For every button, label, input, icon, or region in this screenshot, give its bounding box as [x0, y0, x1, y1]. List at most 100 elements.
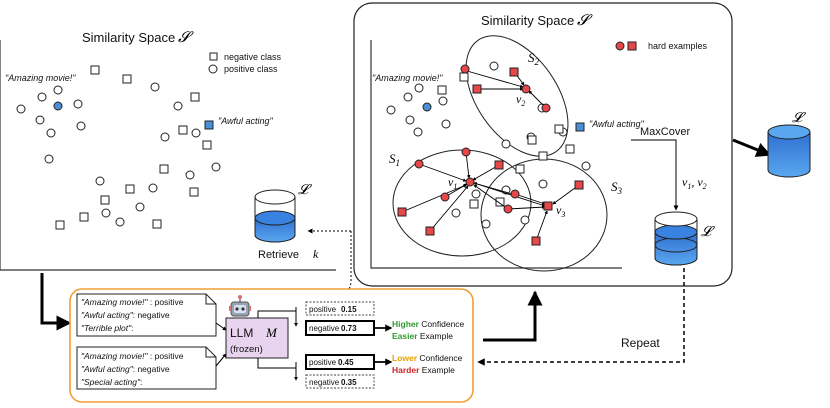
right-title: Similarity Space	[481, 13, 574, 28]
prompt1-line-2: "Awful acting": negative	[81, 310, 170, 320]
right-legend: hard examples	[615, 41, 708, 51]
left-query-awful-label: "Awful acting"	[218, 116, 274, 126]
negative-point	[469, 199, 479, 209]
outcome-harder: Lower Confidence Harder Example	[392, 353, 463, 375]
positive-point	[160, 132, 170, 142]
hard-circle-icon	[615, 41, 625, 51]
negative-point	[90, 65, 100, 75]
score-box-3: positive 0.45	[305, 354, 375, 370]
set-s1-label: S1	[389, 151, 400, 168]
outcome2-line2: Harder Example	[392, 365, 455, 375]
repeat-arrow	[477, 268, 685, 366]
negative-point	[190, 92, 200, 102]
node-v2	[521, 84, 531, 94]
positive-point	[173, 101, 183, 111]
awful-query-point	[204, 120, 214, 130]
positive-point	[76, 121, 86, 131]
hard-example-point	[503, 204, 513, 214]
right-points	[386, 61, 591, 229]
negative-point	[459, 72, 469, 82]
hard-example-point	[509, 67, 519, 77]
left-axes	[0, 40, 336, 271]
score-3-label: positive	[309, 358, 337, 367]
left-similarity-space: Similarity Space 𝓢 negative class positi…	[0, 30, 336, 271]
score-box-2: negative 0.73	[305, 320, 375, 336]
score-4-label: negative	[309, 378, 340, 387]
negative-point	[495, 197, 505, 207]
score-1-value: 0.15	[341, 305, 357, 314]
positive-point	[46, 128, 56, 138]
left-store-symbol: 𝓛	[298, 183, 312, 198]
hard-example-point	[397, 207, 407, 217]
score-4-value: 0.35	[341, 378, 357, 387]
positive-point	[520, 215, 530, 225]
negative-point	[125, 184, 135, 194]
left-points	[16, 65, 221, 230]
maxcover-label: MaxCover	[640, 126, 690, 138]
score-1-label: positive	[309, 305, 337, 314]
output-example-store-icon	[767, 124, 811, 178]
negative-point	[515, 164, 525, 174]
positive-point	[53, 85, 63, 95]
prompt1-line-1: "Amazing movie!" : positive	[81, 297, 184, 307]
hard-square-icon	[627, 41, 637, 51]
negative-point	[55, 220, 65, 230]
legend-negative-label: negative class	[224, 52, 282, 62]
negative-point	[152, 219, 162, 229]
retrieve-k-label: k	[313, 247, 319, 261]
positive-point	[95, 176, 105, 186]
retrieve-arrow-line	[340, 231, 352, 294]
negative-square-icon	[209, 52, 218, 61]
hard-example-point	[460, 64, 470, 74]
outcome2-line1: Lower Confidence	[392, 353, 463, 363]
hard-example-point	[472, 84, 482, 94]
set-s3-label: S3	[611, 179, 623, 196]
retrieve-label: Retrieve	[258, 249, 299, 261]
positive-point	[386, 105, 396, 115]
negative-point	[554, 124, 564, 134]
positive-point	[185, 170, 195, 180]
right-query-awful-label: "Awful acting"	[589, 119, 645, 129]
negative-point	[538, 151, 548, 161]
positive-point	[44, 154, 54, 164]
negative-point	[100, 195, 110, 205]
node-v2-label: v2	[516, 92, 525, 108]
prompt2-line-3: "Special acting":	[81, 377, 142, 387]
positive-point	[150, 82, 160, 92]
hard-example-point	[494, 160, 504, 170]
hard-example-point	[425, 226, 435, 236]
node-v3-label: v3	[556, 203, 565, 219]
legend-hard-label: hard examples	[648, 41, 708, 51]
right-axes	[370, 40, 622, 269]
hard-example-point	[414, 159, 424, 169]
updated-example-store-icon	[654, 211, 698, 266]
outcome1-line1: Higher Confidence	[392, 319, 465, 329]
prompt-card-1: "Amazing movie!" : positive "Awful actin…	[76, 293, 217, 337]
left-title-symbol: 𝓢	[178, 30, 194, 46]
right-panel-frame	[353, 2, 733, 287]
positive-point	[438, 96, 448, 106]
negative-point	[527, 135, 537, 145]
positive-point	[405, 115, 415, 125]
hard-example-point	[440, 192, 450, 202]
to-space-arrow	[483, 290, 543, 342]
positive-point	[538, 179, 548, 189]
positive-point	[414, 83, 424, 93]
positive-circle-icon	[208, 64, 218, 74]
positive-point	[471, 189, 481, 199]
positive-point	[581, 161, 591, 171]
set-s2-ellipse	[465, 35, 569, 157]
amazing-query-point	[53, 101, 63, 111]
left-example-store-icon	[254, 189, 296, 243]
hard-examples	[397, 64, 584, 246]
negative-point	[178, 125, 188, 135]
negative-point	[437, 85, 447, 95]
positive-point	[413, 127, 423, 137]
positive-point	[403, 92, 413, 102]
positive-point	[148, 183, 158, 193]
positive-point	[16, 104, 26, 114]
prompt1-line-3: "Terrible plot":	[81, 323, 134, 333]
positive-point	[441, 119, 451, 129]
awful-query-point	[575, 122, 585, 132]
positive-point	[489, 61, 499, 71]
